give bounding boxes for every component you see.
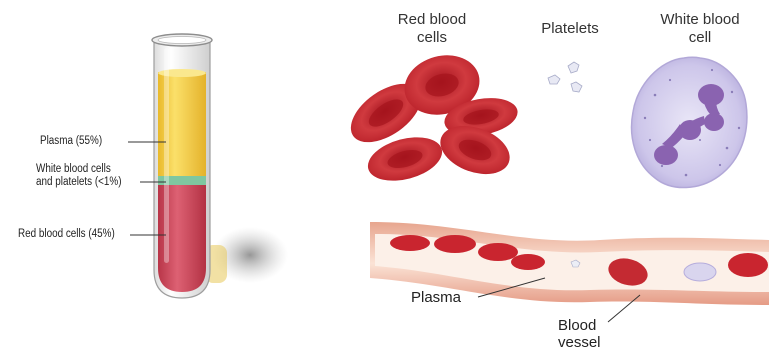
vessel-wall-label-line1: Blood [558,317,601,334]
plasma-fraction-label: Plasma (55%) [40,135,102,148]
vessel-rbc [728,253,768,277]
platelets-heading: Platelets [520,20,620,38]
vessel-rbc [390,235,430,251]
vessel-rbc [511,254,545,270]
blood-vessel [370,222,769,322]
wbc-heading-line1: White blood [650,11,750,29]
platelet [568,62,579,73]
vessel-wall-label-line2: vessel [558,334,601,351]
buffy-coat-label-line2: and platelets (<1%) [36,176,122,189]
vessel-plasma-label: Plasma [411,289,461,306]
red-cells-fraction-label: Red blood cells (45%) [18,228,115,241]
wbc-heading: White blood cell [650,11,750,47]
rbc-heading-line2: cells [382,29,482,47]
platelets [548,62,582,92]
vessel-rbc [478,243,518,261]
rbc-heading: Red blood cells [382,11,482,47]
tube-highlight [164,48,169,263]
vessel-rbc [434,235,476,253]
platelet [548,75,560,84]
buffy-coat-fraction-label: White blood cells and platelets (<1%) [36,163,122,189]
platelet [571,82,582,92]
tube-opening [158,37,206,44]
test-tube [128,34,288,298]
vessel-wbc [684,263,716,281]
white-blood-cell [632,57,747,187]
buffy-coat-label-line1: White blood cells [36,163,122,176]
rbc-heading-line1: Red blood [382,11,482,29]
wbc-heading-line2: cell [650,29,750,47]
red-blood-cells [341,47,521,188]
vessel-wall-label: Blood vessel [558,317,601,351]
